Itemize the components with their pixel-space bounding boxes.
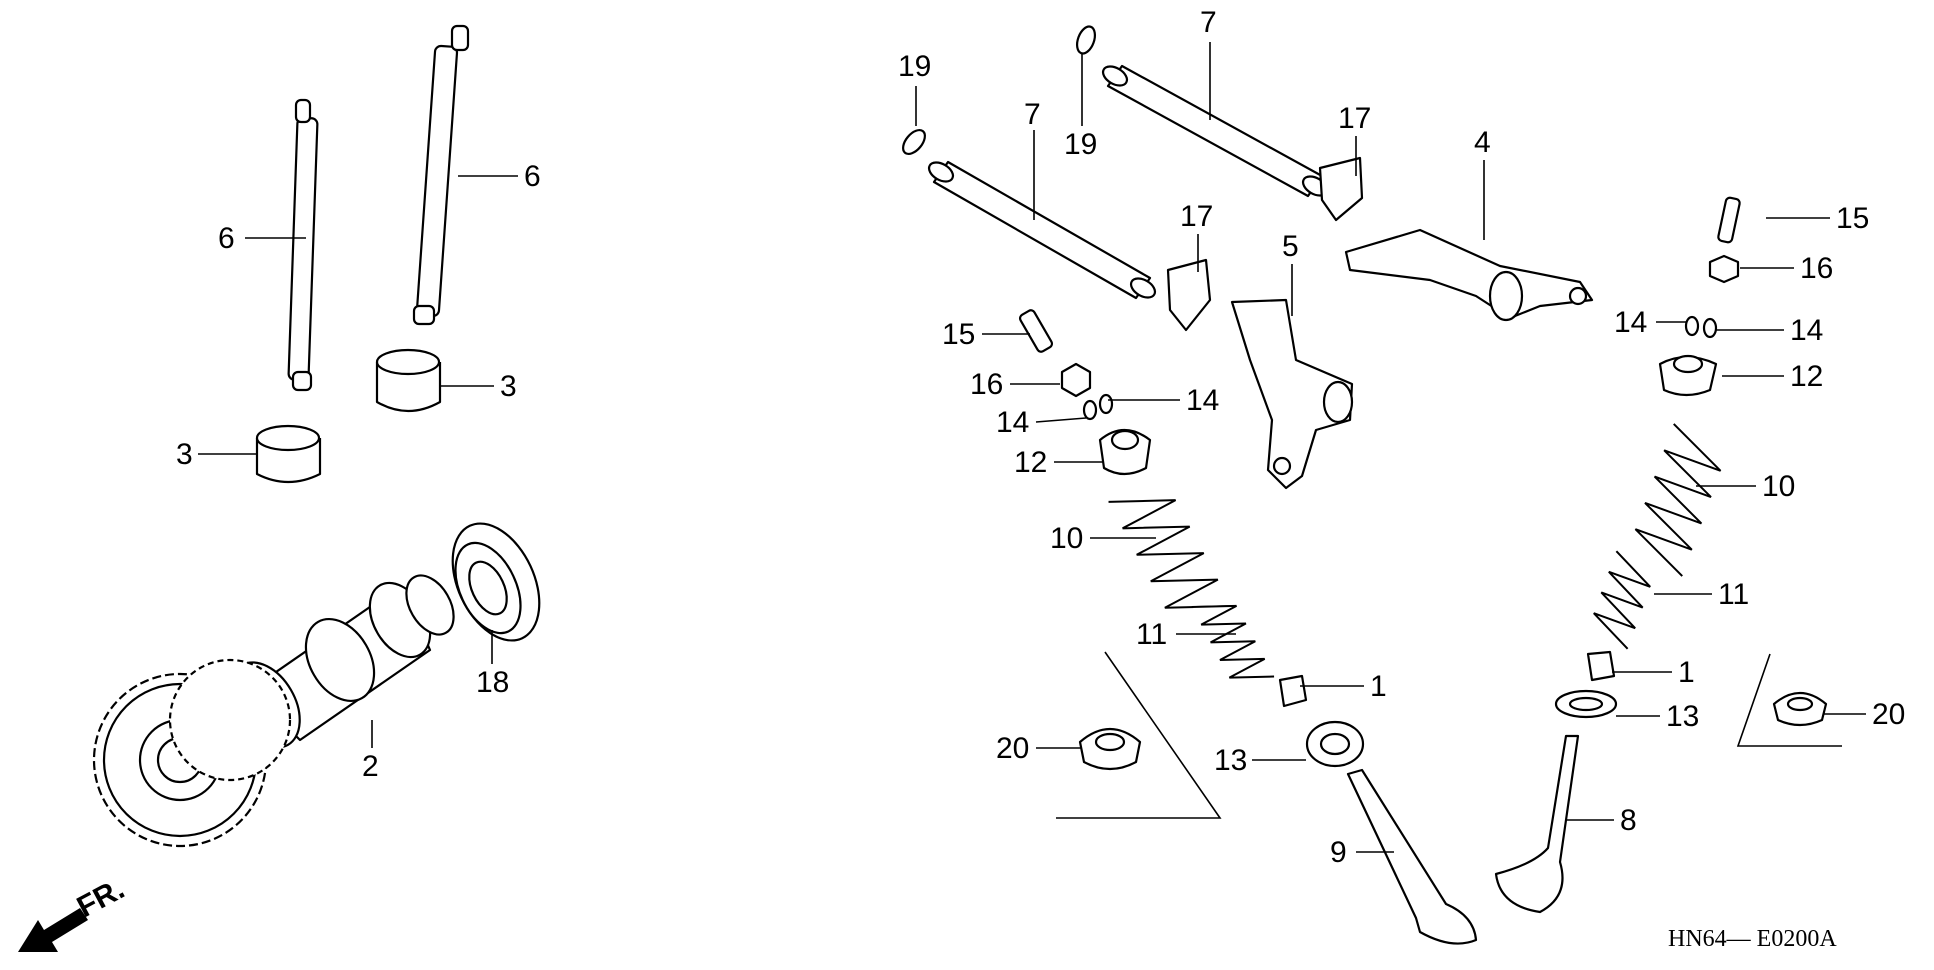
callout-1: 1 [1678,656,1695,689]
seal-20-right [1736,653,1842,747]
callout-7: 7 [1200,6,1217,39]
rocker-arm-4 [1344,228,1594,322]
bearing [451,522,541,642]
push-rod-left [287,98,319,392]
callout-10: 10 [1762,470,1795,503]
callout-20: 20 [1872,698,1905,731]
callout-3: 3 [500,370,517,403]
callout-5: 5 [1282,230,1299,263]
callout-2: 2 [362,750,379,783]
callout-6: 6 [218,222,235,255]
callout-16: 16 [970,368,1003,401]
drawing-code: HN64— E0200A [1668,926,1837,952]
callout-17: 17 [1180,200,1213,233]
callouts: 6 6 3 3 18 2 19 19 7 7 17 17 4 5 15 15 1… [176,6,1905,869]
callout-19: 19 [1064,128,1097,161]
tappet-upper [375,348,442,412]
callout-4: 4 [1474,126,1491,159]
callout-16: 16 [1800,252,1833,285]
callout-13: 13 [1666,700,1699,733]
washer-19-upper [1075,25,1097,55]
callout-14: 14 [1790,314,1823,347]
washer-19-lower [902,129,926,155]
callout-17: 17 [1338,102,1371,135]
callout-12: 12 [1014,446,1047,479]
camshaft [92,574,455,848]
callout-7: 7 [1024,98,1041,131]
valve-train-left [1018,309,1478,945]
callout-11: 11 [1136,618,1167,651]
callout-18: 18 [476,666,509,699]
callout-14: 14 [1186,384,1219,417]
callout-15: 15 [942,318,975,351]
callout-12: 12 [1790,360,1823,393]
push-rod-right [412,24,470,326]
callout-15: 15 [1836,202,1869,235]
leader-lines [198,42,1866,853]
shaft-plate-upper [1318,156,1364,222]
callout-1: 1 [1370,670,1387,703]
callout-20: 20 [996,732,1029,765]
rocker-shaft-lower [927,160,1157,300]
shaft-plate-lower [1166,258,1212,332]
callout-13: 13 [1214,744,1247,777]
callout-14: 14 [996,406,1029,439]
callout-14: 14 [1614,306,1647,339]
callout-10: 10 [1050,522,1083,555]
callout-11: 11 [1718,578,1749,611]
callout-9: 9 [1330,836,1347,869]
front-arrow-icon [18,908,88,952]
tappet-lower [255,424,322,484]
callout-6: 6 [524,160,541,193]
callout-8: 8 [1620,804,1637,837]
seal-20-left [1056,651,1222,819]
valve-train-right [1494,196,1741,914]
rocker-arm-5 [1230,298,1354,490]
callout-3: 3 [176,438,193,471]
callout-19: 19 [898,50,931,83]
rocker-shaft-upper [1101,64,1329,198]
